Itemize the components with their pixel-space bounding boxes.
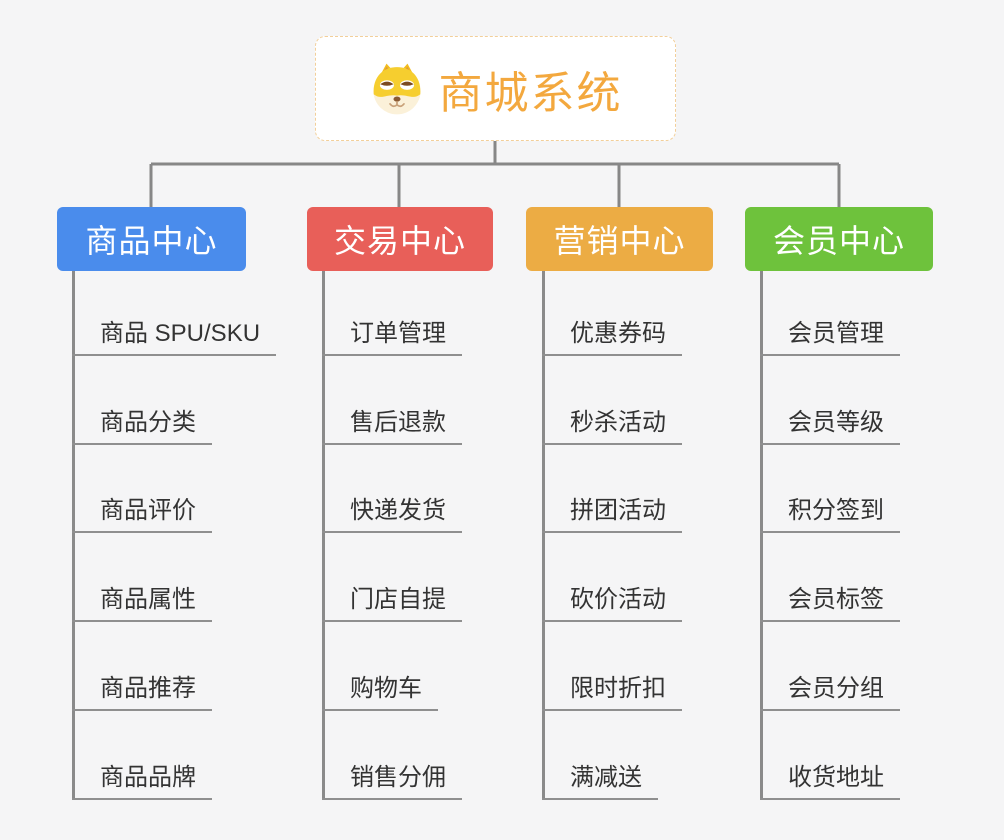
leaf-node[interactable]: 拼团活动	[542, 495, 682, 533]
leaf-node[interactable]: 收货地址	[760, 762, 900, 800]
leaf-node[interactable]: 订单管理	[322, 318, 462, 356]
leaf-node[interactable]: 满减送	[542, 762, 658, 800]
root-node-label: 商城系统	[438, 68, 623, 118]
leaf-node[interactable]: 商品分类	[72, 407, 212, 445]
branch-label: 会员中心	[772, 223, 905, 259]
branch-spine	[322, 271, 325, 800]
branch-node-product-center[interactable]: 商品中心	[57, 207, 246, 271]
branch-spine	[72, 271, 75, 800]
leaf-node[interactable]: 会员管理	[760, 318, 900, 356]
leaf-node[interactable]: 优惠券码	[542, 318, 682, 356]
branch-node-member-center[interactable]: 会员中心	[745, 207, 933, 271]
leaf-node[interactable]: 会员分组	[760, 673, 900, 711]
root-node[interactable]: 商城系统	[315, 36, 676, 141]
branch-label: 商品中心	[85, 223, 218, 259]
branch-node-marketing-center[interactable]: 营销中心	[526, 207, 713, 271]
leaf-node[interactable]: 商品 SPU/SKU	[72, 318, 277, 356]
leaf-node[interactable]: 秒杀活动	[542, 407, 682, 445]
leaf-node[interactable]: 销售分佣	[322, 762, 462, 800]
branch-label: 营销中心	[553, 223, 686, 259]
leaf-node[interactable]: 门店自提	[322, 584, 462, 622]
leaf-node[interactable]: 商品评价	[72, 495, 212, 533]
leaf-node[interactable]: 商品属性	[72, 584, 212, 622]
leaf-node[interactable]: 积分签到	[760, 495, 900, 533]
leaf-node[interactable]: 砍价活动	[542, 584, 682, 622]
branch-spine	[760, 271, 763, 800]
leaf-node[interactable]: 商品推荐	[72, 673, 212, 711]
leaf-node[interactable]: 会员等级	[760, 407, 900, 445]
leaf-node[interactable]: 售后退款	[322, 407, 462, 445]
leaf-node[interactable]: 会员标签	[760, 584, 900, 622]
branch-spine	[542, 271, 545, 800]
dog-face-icon	[372, 63, 421, 114]
branch-node-trade-center[interactable]: 交易中心	[307, 207, 493, 271]
leaf-node[interactable]: 快递发货	[322, 495, 462, 533]
leaf-node[interactable]: 商品品牌	[72, 762, 212, 800]
branch-label: 交易中心	[333, 223, 466, 259]
leaf-node[interactable]: 限时折扣	[542, 673, 682, 711]
leaf-node[interactable]: 购物车	[322, 673, 438, 711]
